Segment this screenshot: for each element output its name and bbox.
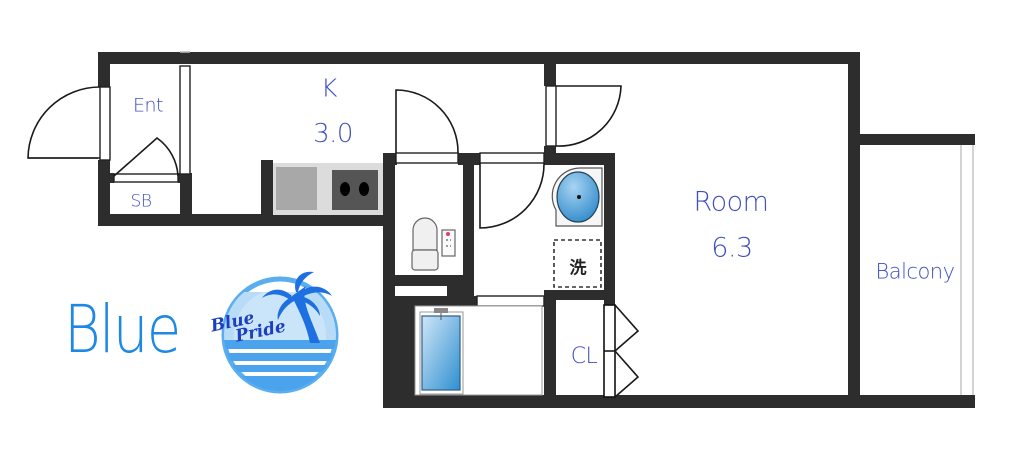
room-area-kitchen: 3.0 (313, 119, 353, 149)
washbasin-icon (551, 167, 603, 227)
bathtub-icon (414, 305, 543, 396)
room-label-closet: CL (570, 344, 598, 369)
walls (98, 52, 975, 408)
room-label-balcony: Balcony (875, 259, 955, 284)
toilet-icon (411, 217, 456, 271)
brand-name: Blue (64, 291, 181, 368)
room-label-kitchen: K (321, 73, 337, 103)
room-label-entrance: Ent (133, 94, 164, 117)
washing-machine-symbol: 洗 (569, 258, 587, 279)
washing-machine-space (553, 239, 602, 288)
room-label-room: Room (693, 186, 769, 218)
blue-pride-logo-icon (221, 271, 339, 394)
balcony-railing (960, 145, 974, 395)
stove-icon (332, 170, 378, 210)
sink-icon (276, 167, 317, 210)
doors (27, 51, 640, 398)
room-area-room: 6.3 (711, 232, 753, 264)
kitchen-counter (273, 163, 383, 215)
room-label-shoe-box: SB (130, 191, 152, 212)
